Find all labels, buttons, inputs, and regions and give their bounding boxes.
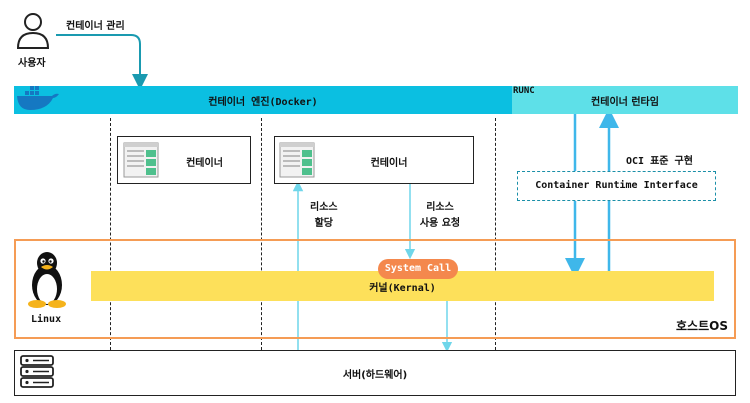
kernel-label: 커널(Kernal) — [369, 283, 436, 294]
resource-alloc-label: 리소스 할당 — [310, 202, 338, 229]
container-engine-bar — [14, 86, 512, 114]
system-call-label: System Call — [384, 263, 452, 274]
container-runtime-bar — [512, 86, 738, 114]
user-label: 사용자 — [18, 58, 46, 69]
linux-label: Linux — [31, 314, 62, 325]
container-label-1: 컨테이너 — [186, 158, 223, 169]
dashed-separator-2 — [261, 118, 262, 350]
manage-arrow — [56, 34, 148, 90]
container-label-2: 컨테이너 — [370, 158, 408, 169]
dashed-separator-3 — [495, 118, 496, 350]
dashed-separator-1 — [110, 118, 111, 350]
resource-request-label: 리소스 사용 요청 — [419, 202, 461, 229]
oci-label: OCI 표준 구현 — [626, 156, 693, 167]
container-runtime-label: 컨테이너 런타임 — [591, 97, 659, 108]
server-box — [14, 350, 736, 396]
server-label: 서버(하드웨어) — [342, 370, 408, 381]
runc-tag: RUNC — [513, 86, 535, 96]
host-os-label: 호스트OS — [676, 319, 728, 333]
system-call-pill — [378, 259, 458, 279]
cri-box — [517, 171, 716, 201]
host-os-box — [14, 239, 736, 339]
cri-label: Container Runtime Interface — [535, 180, 698, 191]
container-engine-label: 컨테이너 엔진(Docker) — [208, 97, 318, 108]
manage-label: 컨테이너 관리 — [66, 21, 125, 32]
